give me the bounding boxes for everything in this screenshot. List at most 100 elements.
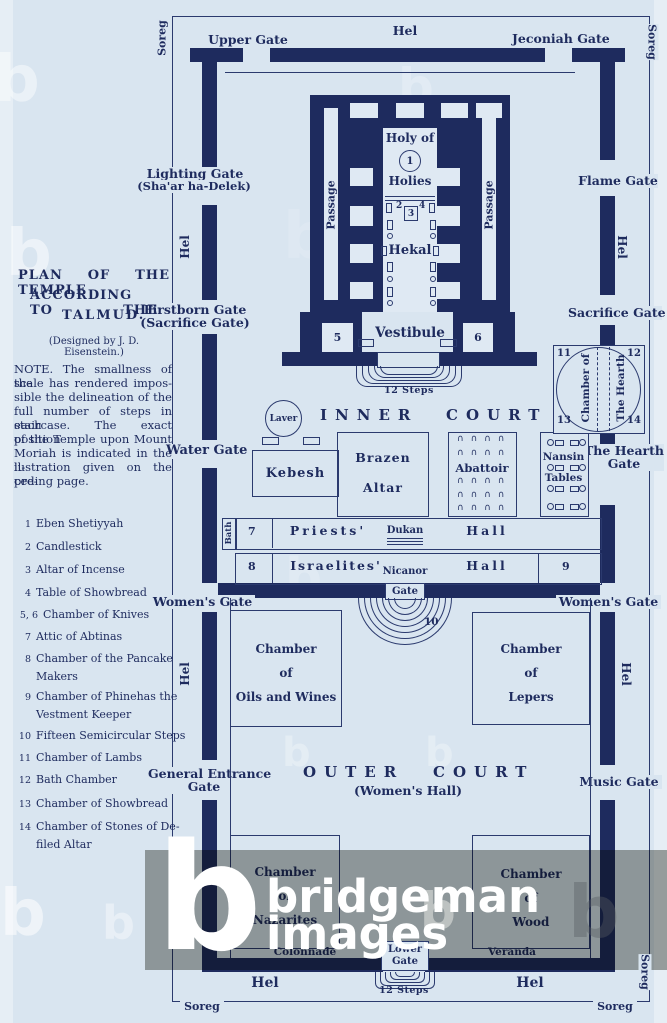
lower-gate-label-1: Lower [388, 944, 422, 955]
marker-7-attic-abtinas: 7 [248, 525, 256, 538]
legend-text: Chamber of Phinehas the Vestment Keeper [36, 690, 178, 721]
marker-5-chamber-of-knives: 5 [322, 323, 353, 352]
temple-cell [350, 103, 378, 118]
gate-label-lighting-hebrew: (Sha'ar ha-Delek) [132, 179, 256, 194]
legend-text: Table of Showbread [36, 586, 147, 599]
outer-court-label-1: OUTER [303, 763, 405, 781]
watermark-b-icon: b [0, 43, 40, 117]
legend-text: Fifteen Semicircular Steps [36, 729, 186, 742]
note-line: sible the delineation of the [14, 390, 172, 404]
soreg-label-top-left: Soreg [155, 20, 169, 56]
legend-text: Attic of Abtinas [36, 630, 123, 643]
wall-left [202, 468, 217, 583]
vestibule-front-wall-right [438, 352, 537, 366]
oils-label-2: of [279, 666, 293, 680]
note-line: lustration given on the pre- [14, 460, 172, 488]
gate-label-general-entrance: General Entrance [148, 766, 272, 782]
passage-label-right: Passage [482, 180, 496, 230]
soreg-fence-line [172, 16, 650, 1002]
legend-item: 7 Attic of Abtinas [16, 628, 198, 646]
marker-12-bath-chamber: 12 [627, 348, 641, 359]
legend-text: Altar of Incense [36, 563, 125, 576]
marker-2-candlestick: 2 [396, 201, 403, 211]
hel-inner-line [225, 72, 575, 73]
wall-left [202, 62, 217, 170]
dukan-label: Dukan [386, 525, 424, 536]
oils-label-3: Oils and Wines [235, 690, 337, 704]
legend-num: 5, 6 [19, 610, 38, 621]
gate-label-flame: Flame Gate [578, 173, 658, 189]
marker-13-chamber-showbread: 13 [557, 415, 571, 426]
vestibule-doorway [377, 352, 440, 368]
chamber-lepers: Chamber of Lepers [472, 612, 590, 725]
gate-label-sacrifice: Sacrifice Gate [568, 305, 666, 321]
note-line: full number of steps in each [14, 404, 172, 432]
bridgeman-wordmark-2: images [266, 907, 449, 960]
marker-11-chamber-of-lambs: 11 [557, 348, 571, 359]
legend-num: 11 [18, 753, 31, 764]
gate-label-music: Music Gate [576, 774, 662, 790]
bath-box [222, 518, 237, 550]
marker-tick [429, 203, 435, 213]
watermark-b-icon: b [6, 217, 52, 291]
womens-hall-label: (Women's Hall) [353, 783, 463, 798]
temple-cell [350, 206, 373, 226]
hearth-chamber-label-2: The Hearth [615, 354, 627, 422]
israelites-hall-label-2: Hall [466, 558, 508, 573]
note-line: of the Temple upon Mount [14, 432, 172, 446]
wall-right [600, 505, 615, 583]
nansin-label-1: Nansin [542, 451, 585, 463]
temple-cell [437, 244, 460, 263]
gate-label-firstborn-alt: (Sacrifice Gate) [134, 315, 256, 331]
watermark-b-icon: b [420, 882, 456, 940]
vestibule-table-mark [358, 339, 374, 347]
abattoir-rings: ∩∩∩∩ [457, 434, 512, 444]
note-line: Moriah is indicated in the il- [14, 446, 172, 474]
nicanor-gate-label-1: Nicanor [382, 566, 428, 577]
wall-right [600, 196, 615, 295]
temple-cell [437, 206, 460, 226]
legend-text: Chamber of Lambs [36, 751, 142, 764]
marker-10-fifteen-steps: 10 [424, 616, 439, 628]
temple-cell [350, 282, 373, 299]
marker-4-table-showbread: 4 [419, 201, 426, 211]
legend-num: 7 [24, 632, 31, 643]
note-line: scale has rendered impos- [14, 376, 172, 390]
passage-label-left: Passage [324, 180, 338, 230]
soreg-label-top-right: Soreg [645, 24, 659, 60]
hekal-label: Hekal [388, 243, 432, 258]
abattoir-rings: ∩∩∩∩ [457, 476, 512, 486]
wall-through-hearth-dashed [597, 347, 610, 431]
legend-text: Chamber of the Pancake Makers [36, 652, 173, 683]
lower-gate: Lower Gate [381, 941, 429, 971]
abattoir-rings: ∩∩∩∩ [457, 503, 512, 513]
lepers-label-3: Lepers [508, 690, 554, 704]
wall-right [600, 62, 615, 160]
wall-top [270, 48, 545, 62]
gate-label-jeconiah: Jeconiah Gate [512, 31, 610, 46]
twelve-steps-upper-label: 12 Steps [384, 385, 434, 396]
temple-cell [396, 103, 424, 118]
lepers-label-1: Chamber [500, 642, 562, 656]
temple-passage-left [324, 108, 338, 300]
wall-right [600, 430, 615, 448]
legend-text: Candlestick [36, 540, 102, 553]
page-edge-left [0, 0, 13, 1023]
chamber-oils-wines: Chamber of Oils and Wines [230, 610, 342, 727]
temple-cell [350, 244, 373, 263]
bridgeman-b-logo-icon: b [156, 812, 262, 984]
plate-title-line-1: PLAN OF THE TEMPLE [18, 268, 170, 298]
legend-item: 11 Chamber of Lambs [16, 749, 198, 767]
wall-right [600, 612, 615, 765]
